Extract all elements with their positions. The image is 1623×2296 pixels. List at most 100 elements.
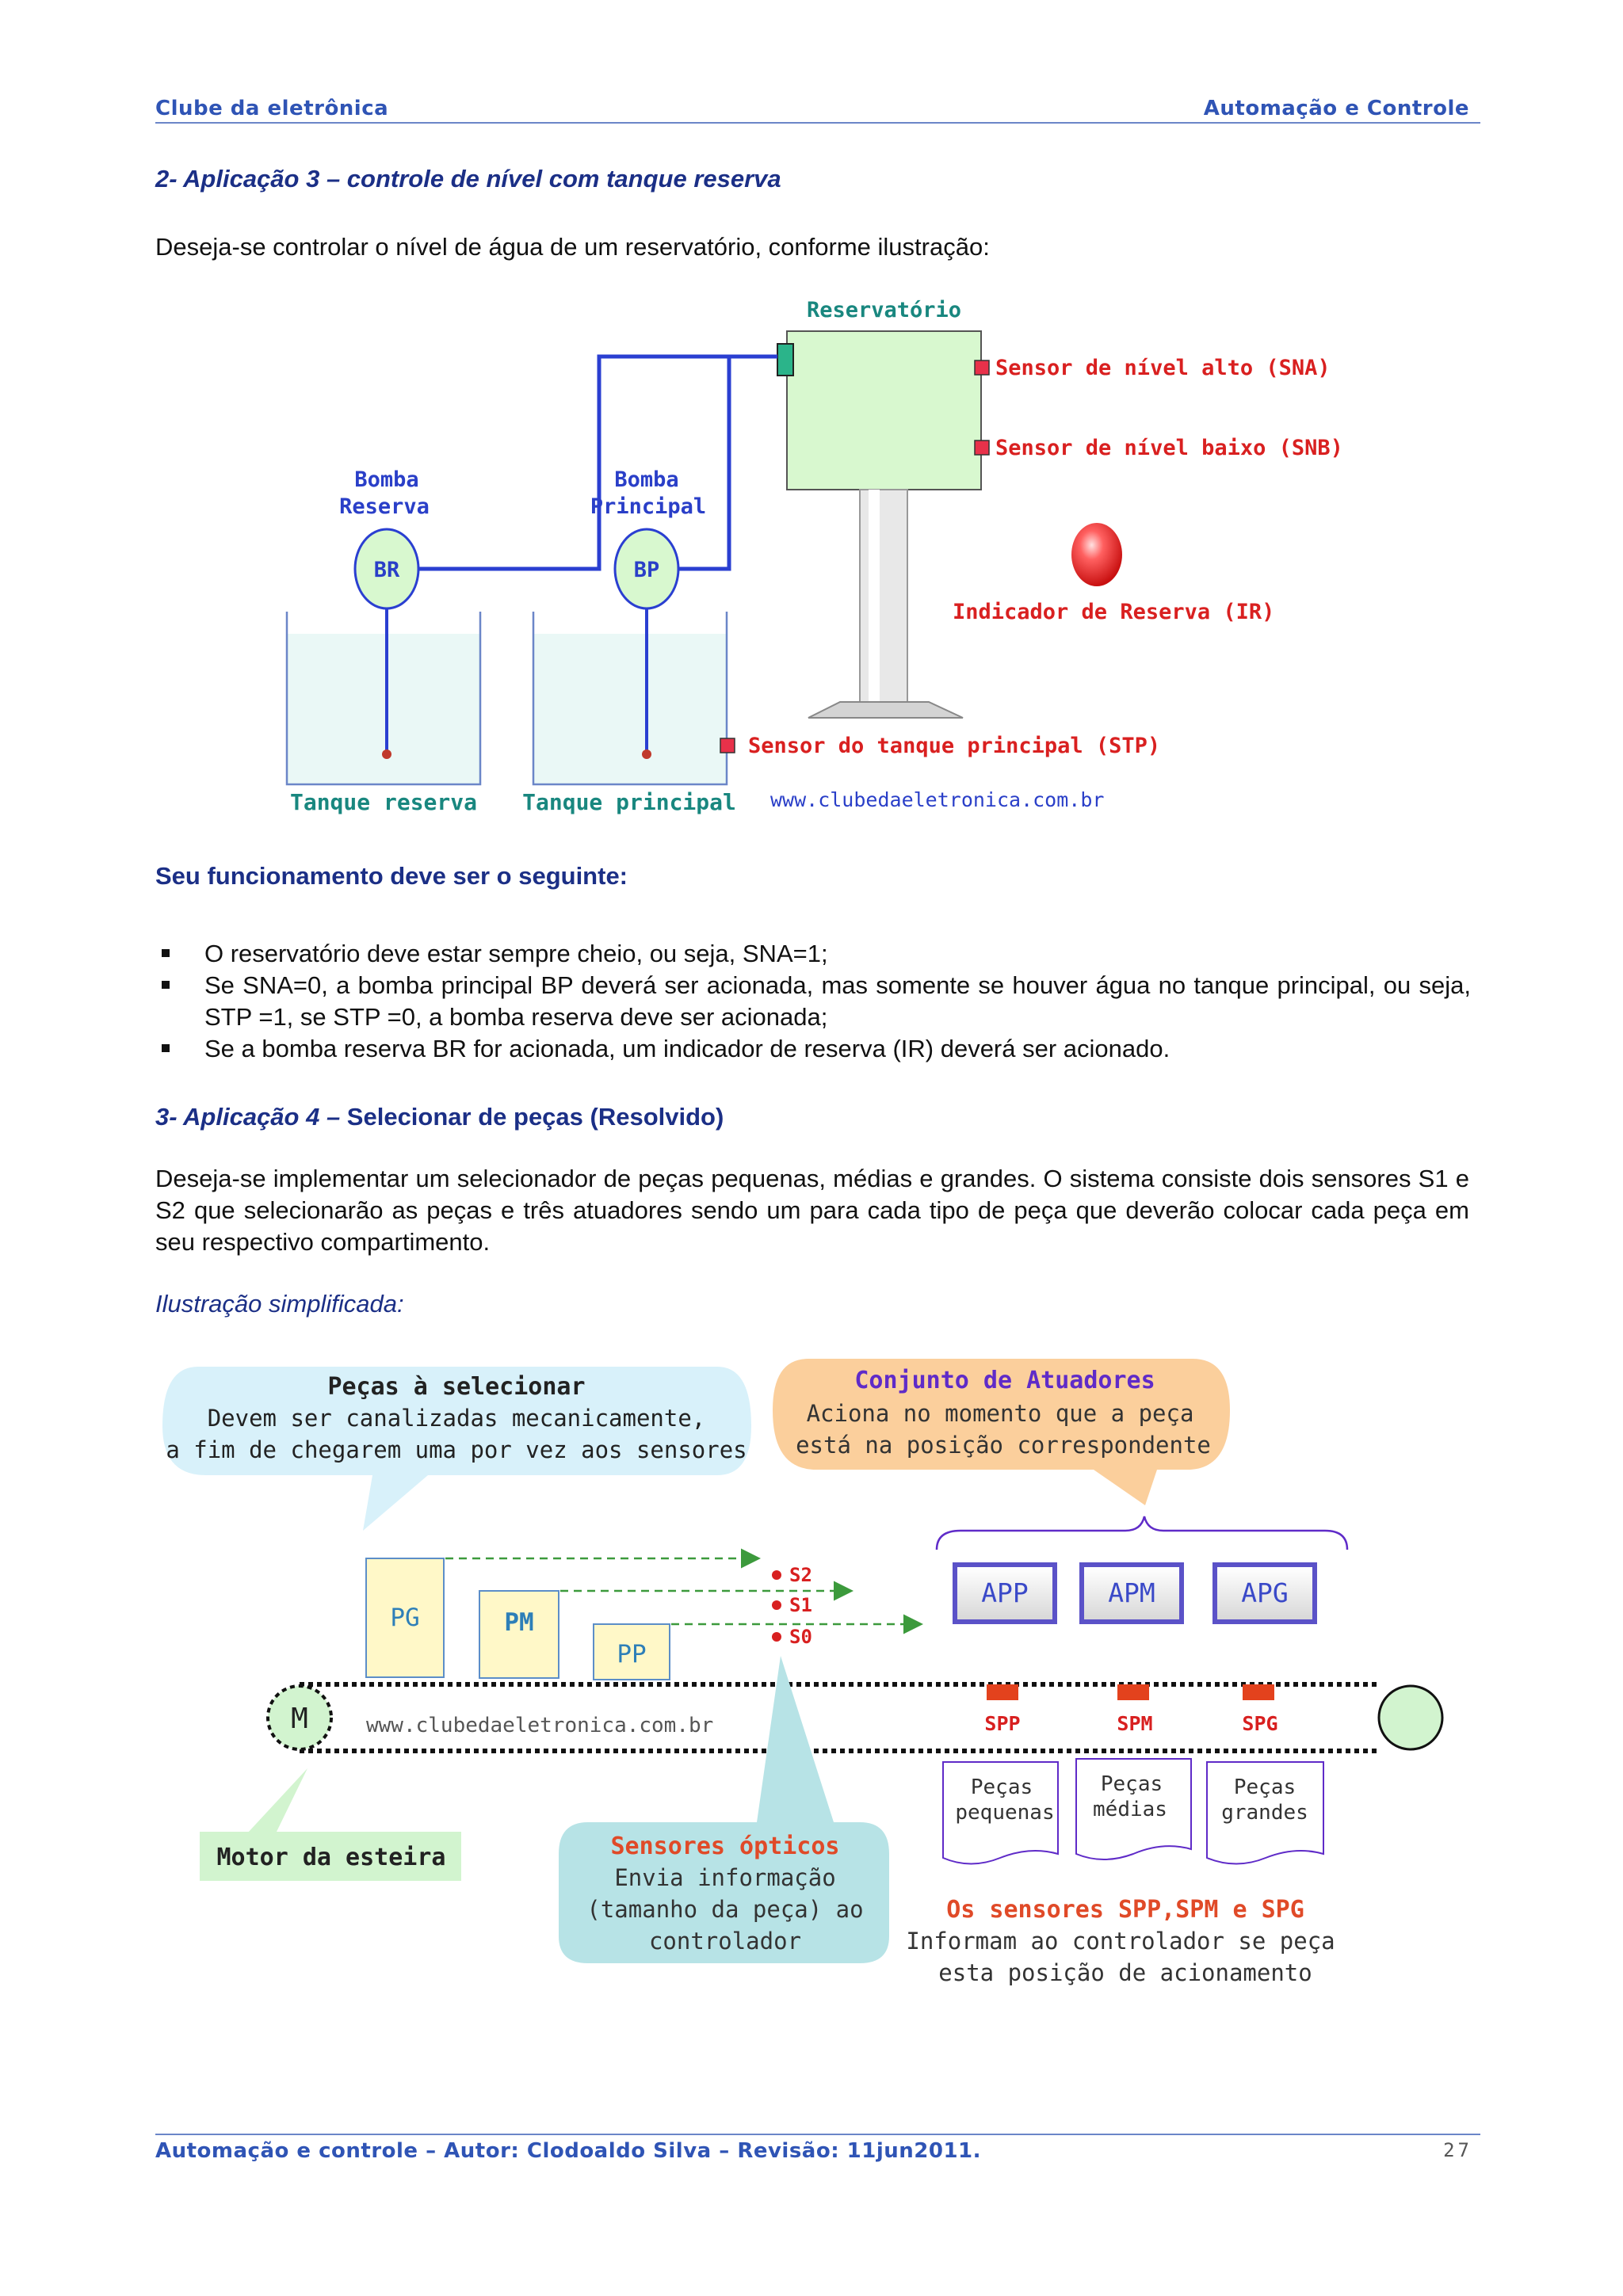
spg-sensor-icon	[1243, 1684, 1274, 1700]
stp-sensor-icon	[720, 738, 735, 753]
motor-roller-icon	[266, 1684, 333, 1751]
tank-reserva	[285, 612, 482, 786]
header-right: Automação e Controle	[1203, 97, 1469, 120]
tank-principal-label: Tanque principal	[522, 789, 736, 815]
section3-heading-number: 3- Aplicação 4 –	[155, 1103, 341, 1131]
piece-pm	[479, 1590, 559, 1679]
motor-label-pointer	[247, 1768, 307, 1833]
reservoir-label: Reservatório	[807, 298, 961, 322]
motor-symbol: M	[291, 1703, 308, 1735]
piece-pp-label: PP	[617, 1640, 646, 1669]
tank-principal-water	[533, 634, 727, 784]
actuators-callout-line2: está na posição correspondente	[796, 1432, 1211, 1459]
illustration-label: Ilustração simplificada:	[155, 1290, 404, 1318]
tank-principal	[532, 612, 728, 786]
motor-label: Motor da esteira	[217, 1844, 446, 1871]
section3-paragraph: Deseja-se implementar um selecionador de…	[155, 1165, 1469, 1256]
operation-list: O reservatório deve estar sempre cheio, …	[155, 938, 1471, 1065]
reservoir-pillar	[859, 489, 908, 703]
bomba-reserva-label-1: Bomba	[354, 467, 418, 492]
stp-label: Sensor do tanque principal (STP)	[748, 734, 1160, 758]
operation-item: O reservatório deve estar sempre cheio, …	[155, 938, 1471, 970]
sna-sensor-icon	[974, 360, 990, 376]
bin-grandes-l2: grandes	[1221, 1801, 1308, 1825]
bin-pequenas-l2: pequenas	[955, 1801, 1054, 1825]
sensor-s2-icon	[772, 1570, 781, 1580]
section2-intro: Deseja-se controlar o nível de água de u…	[155, 233, 990, 261]
bin-pequenas	[942, 1761, 1059, 1865]
actuators-callout-title: Conjunto de Atuadores	[854, 1367, 1155, 1394]
reserve-indicator-light-icon	[1071, 523, 1122, 586]
pieces-callout-line2: a fim de chegarem uma por vez aos sensor…	[166, 1436, 747, 1463]
optical-sensors-callout	[559, 1656, 889, 1963]
optical-sensors-title: Sensores ópticos	[611, 1833, 840, 1860]
piece-pp	[593, 1623, 670, 1680]
actuators-callout	[773, 1359, 1230, 1505]
motor-label-box	[200, 1832, 461, 1881]
spm-sensor-icon	[1117, 1684, 1149, 1700]
section3-heading-title: Selecionar de peças (Resolvido)	[340, 1103, 724, 1131]
idler-roller-icon	[1377, 1684, 1444, 1751]
part-selector-diagram: Peças à selecionar Devem ser canalizadas…	[162, 1359, 1444, 1986]
actuators-callout-line1: Aciona no momento que a peça	[807, 1400, 1194, 1427]
operation-item: Se SNA=0, a bomba principal BP deverá se…	[155, 970, 1471, 1033]
sensor-s1-icon	[772, 1600, 781, 1610]
snb-sensor-icon	[974, 440, 990, 456]
pipe-reserve	[417, 354, 777, 571]
actuator-apm-label: APM	[1108, 1577, 1155, 1608]
tank-reserva-label: Tanque reserva	[290, 789, 477, 815]
snb-label: Sensor de nível baixo (SNB)	[995, 436, 1343, 460]
position-sensors-line1: Informam ao controlador se peça	[906, 1928, 1335, 1955]
reservoir-inlet	[777, 343, 794, 376]
tank-reserva-water	[287, 634, 480, 784]
sensor-s0-label: S0	[789, 1626, 812, 1648]
spp-label: SPP	[984, 1712, 1020, 1735]
section2-heading: 2- Aplicação 3 – controle de nível com t…	[155, 165, 781, 193]
piece-pg	[365, 1558, 445, 1678]
pump-br-label: BR	[374, 558, 400, 582]
bin-medias-l1: Peças	[1101, 1772, 1163, 1796]
diagram2-website: www.clubedaeletronica.com.br	[366, 1714, 713, 1737]
operation-item: Se a bomba reserva BR for acionada, um i…	[155, 1033, 1471, 1065]
bomba-principal-label-1: Bomba	[614, 467, 678, 492]
operation-heading: Seu funcionamento deve ser o seguinte:	[155, 862, 628, 890]
bomba-principal-label-2: Principal	[590, 494, 706, 519]
sensor-s0-icon	[772, 1632, 781, 1642]
pieces-callout-title: Peças à selecionar	[327, 1373, 585, 1401]
footer-rule	[155, 2134, 1480, 2135]
diagram1-website: www.clubedaeletronica.com.br	[770, 788, 1104, 811]
pieces-callout	[162, 1367, 751, 1531]
actuator-app-label: APP	[981, 1577, 1029, 1608]
bin-pequenas-l1: Peças	[971, 1775, 1033, 1799]
position-sensors-title: Os sensores SPP,SPM e SPG	[946, 1896, 1304, 1924]
sensor-s2-label: S2	[789, 1564, 812, 1586]
actuator-apg-label: APG	[1241, 1577, 1289, 1608]
actuators-brace	[935, 1516, 1349, 1550]
bin-grandes-l1: Peças	[1234, 1775, 1296, 1799]
section3-heading: 3- Aplicação 4 – Selecionar de peças (Re…	[155, 1103, 724, 1131]
spp-sensor-icon	[987, 1684, 1018, 1700]
optical-sensors-line1: Envia informação	[614, 1864, 835, 1891]
sensor-s1-label: S1	[789, 1594, 812, 1616]
piece-pg-label: PG	[390, 1604, 419, 1632]
reservoir-tank	[786, 330, 982, 490]
header-rule	[155, 122, 1480, 124]
pump-bp-label: BP	[634, 558, 660, 582]
pipe-principal	[670, 357, 731, 571]
reservoir-diagram: Reservatório Sensor de nível alto (SNA) …	[285, 298, 1343, 815]
bin-medias-l2: médias	[1093, 1798, 1167, 1821]
spm-label: SPM	[1117, 1712, 1152, 1735]
sna-label: Sensor de nível alto (SNA)	[995, 356, 1331, 380]
optical-sensors-line2: (tamanho da peça) ao	[586, 1896, 863, 1923]
bin-grandes	[1206, 1761, 1324, 1865]
bin-medias	[1075, 1758, 1192, 1860]
spg-label: SPG	[1242, 1712, 1277, 1735]
piece-pm-label: PM	[504, 1608, 533, 1637]
position-sensors-line2: esta posição de acionamento	[938, 1959, 1312, 1986]
page-number: 27	[1443, 2139, 1472, 2161]
ir-label: Indicador de Reserva (IR)	[953, 600, 1274, 624]
footer-text: Automação e controle – Autor: Clodoaldo …	[155, 2139, 982, 2163]
reservoir-base	[808, 701, 964, 719]
pieces-callout-line1: Devem ser canalizadas mecanicamente,	[208, 1405, 706, 1432]
header-left: Clube da eletrônica	[155, 97, 389, 120]
